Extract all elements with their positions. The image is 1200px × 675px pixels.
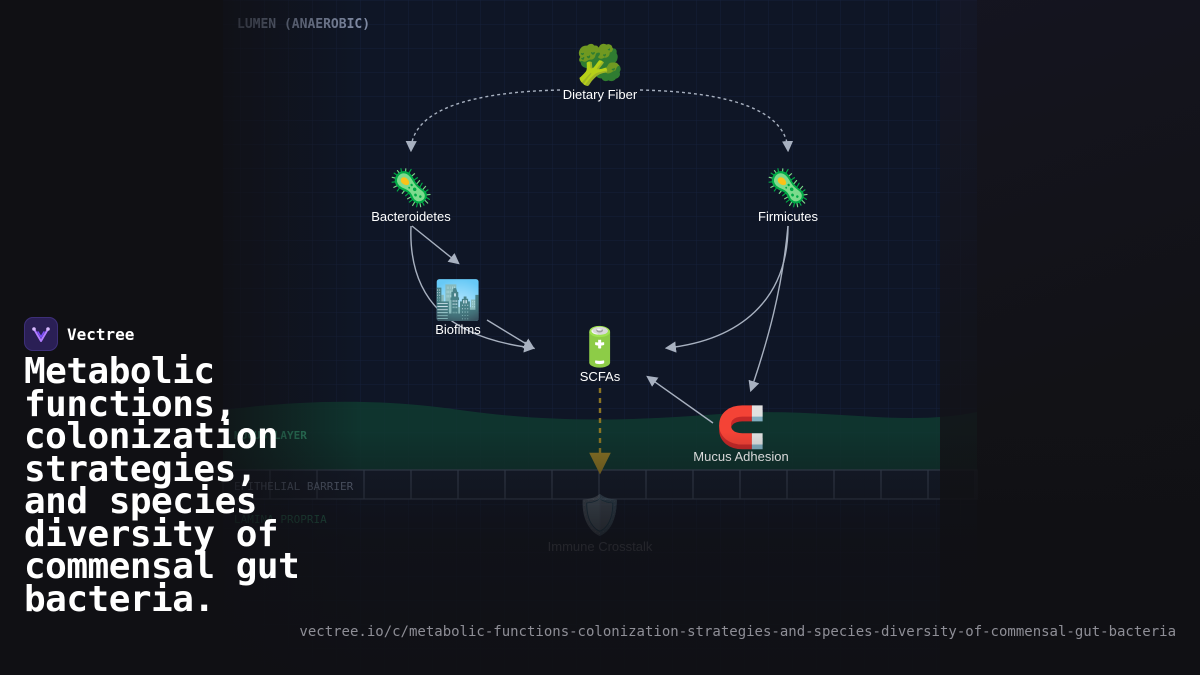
biofilms-label: Biofilms [435,322,481,337]
lumen-zone-label: LUMEN (ANAEROBIC) [237,17,370,32]
shield-icon: 🛡️ [576,493,623,537]
source-url[interactable]: vectree.io/c/metabolic-functions-coloniz… [299,624,1176,640]
node-scfas: 🔋 SCFAs [576,325,623,384]
page-title: Metabolic functions, colonization strate… [24,351,300,620]
cityscape-icon: 🏙️ [434,278,481,322]
brand: Vectree [24,317,134,351]
scfas-label: SCFAs [580,369,621,384]
dietary-fiber-label: Dietary Fiber [563,87,638,102]
microbe-icon: 🦠 [389,167,434,209]
mucus-adhesion-label: Mucus Adhesion [693,449,788,464]
node-biofilms: 🏙️ Biofilms [434,278,481,337]
bacteroidetes-label: Bacteroidetes [371,209,451,224]
battery-icon: 🔋 [576,325,623,369]
vectree-logo-icon [24,317,58,351]
immune-crosstalk-label: Immune Crosstalk [548,539,653,554]
broccoli-icon: 🥦 [576,42,623,88]
microbe-icon: 🦠 [766,167,811,209]
magnet-icon: 🧲 [716,404,766,451]
brand-name: Vectree [67,324,135,344]
node-firmicutes: 🦠 Firmicutes [758,167,818,224]
firmicutes-label: Firmicutes [758,209,818,224]
